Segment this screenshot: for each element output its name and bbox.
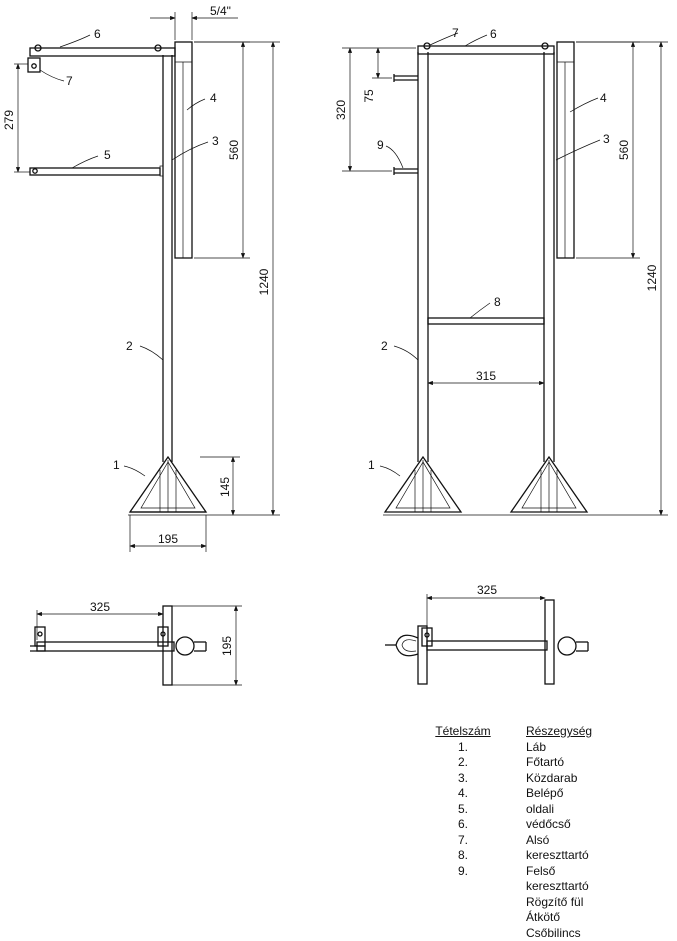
- legend-number-column: Tételszám 1. 2. 3. 4. 5. 6. 7. 8. 9.: [428, 724, 498, 879]
- legend-item-name: Alsó kereszttartó: [526, 833, 592, 864]
- legend-item-name: Átkötő: [526, 910, 592, 926]
- legend-header-part: Részegység: [526, 724, 592, 740]
- callout-8: 8: [494, 295, 501, 309]
- legend-item-number: 7.: [428, 833, 498, 849]
- dim-pipe-size: 5/4": [210, 4, 231, 18]
- legend-item-name: Felső kereszttartó: [526, 864, 592, 895]
- callout-5-left: 5: [104, 148, 111, 162]
- dim-foot-height: 145: [218, 477, 232, 497]
- callout-7-left: 7: [66, 74, 73, 88]
- legend-item-number: 5.: [428, 802, 498, 818]
- dim-foot-width: 195: [158, 532, 178, 546]
- callout-2-left: 2: [126, 339, 133, 353]
- legend-item-number: 8.: [428, 848, 498, 864]
- callout-4-right: 4: [600, 91, 607, 105]
- dim-tube-length: 560: [227, 140, 241, 160]
- left-plan-view: 325 195: [30, 600, 242, 685]
- callout-9: 9: [377, 138, 384, 152]
- legend-item-number: 4.: [428, 786, 498, 802]
- dim-bracket-height: 320: [334, 100, 348, 120]
- legend-item-name: Láb: [526, 740, 592, 756]
- legend-item-number: 9.: [428, 864, 498, 880]
- dim-plan-width: 195: [220, 636, 234, 656]
- legend-item-name: Rögzítő fül: [526, 895, 592, 911]
- callout-1-left: 1: [113, 458, 120, 472]
- legend-item-number: 1.: [428, 740, 498, 756]
- dim-total-height-left: 1240: [257, 268, 271, 295]
- dim-total-height-right: 1240: [645, 264, 659, 291]
- legend-item-name: Közdarab: [526, 771, 592, 787]
- left-elevation-view: 5/4" 560 1240 279 145 195 6 7 4 3: [2, 4, 280, 552]
- callout-4-left: 4: [210, 91, 217, 105]
- legend-item-number: 6.: [428, 817, 498, 833]
- dim-frame-width: 315: [476, 369, 496, 383]
- callout-1-right: 1: [368, 458, 375, 472]
- callout-6-left: 6: [94, 27, 101, 41]
- legend-item-number: 2.: [428, 755, 498, 771]
- legend-item-name: Belépő oldali védőcső: [526, 786, 592, 833]
- legend-header-number: Tételszám: [428, 724, 498, 740]
- dim-tube-length-right: 560: [617, 140, 631, 160]
- legend-item-name: Főtartó: [526, 755, 592, 771]
- callout-3-right: 3: [603, 132, 610, 146]
- callout-3-left: 3: [212, 134, 219, 148]
- callout-2-right: 2: [381, 339, 388, 353]
- right-plan-view: 325: [385, 583, 588, 684]
- right-elevation-view: 320 75 560 1240 315 7 6 4 3 9 8 2 1: [334, 26, 668, 515]
- legend-part-column: Részegység Láb Főtartó Közdarab Belépő o…: [526, 724, 592, 941]
- callout-7-right: 7: [452, 26, 459, 40]
- callout-6-right: 6: [490, 27, 497, 41]
- legend-item-number: 3.: [428, 771, 498, 787]
- dim-bracket-offset: 75: [362, 89, 376, 103]
- dim-crossbar-length-left: 325: [90, 600, 110, 614]
- dim-crossbar-spacing: 279: [2, 110, 16, 130]
- legend-item-name: Csőbilincs: [526, 926, 592, 941]
- dim-crossbar-length-right: 325: [477, 583, 497, 597]
